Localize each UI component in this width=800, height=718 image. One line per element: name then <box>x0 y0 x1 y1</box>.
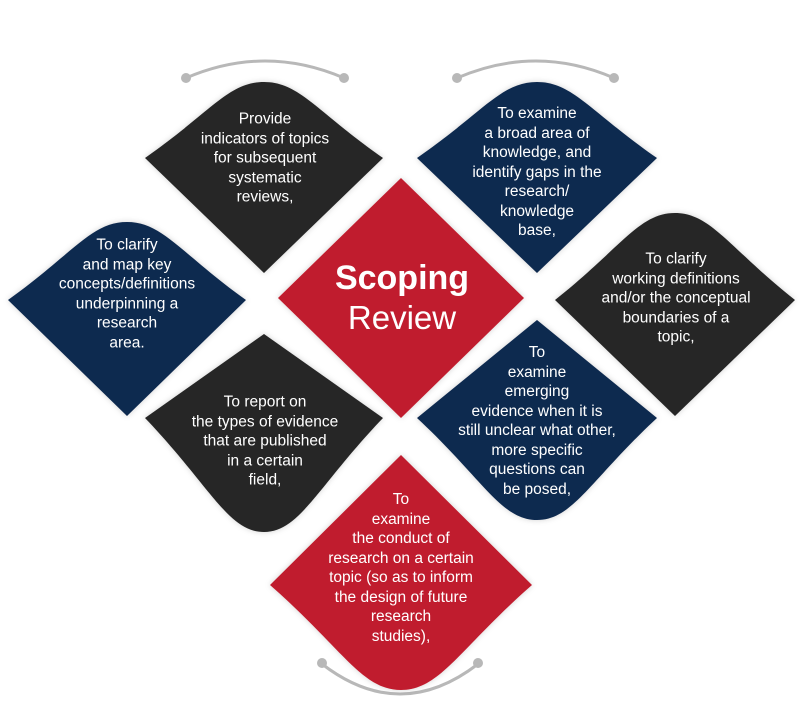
item-line: concepts/definitions <box>58 275 196 293</box>
item-line: research on a certain <box>328 549 474 567</box>
item-line: indicators of topics <box>200 129 330 147</box>
center-title: Scoping Review <box>335 258 469 338</box>
item-line: and/or the conceptual <box>601 289 751 307</box>
item-line: knowledge, and <box>482 143 592 161</box>
item-line: studies), <box>371 627 431 645</box>
center-title-sub: Review <box>347 299 457 336</box>
item-line: underpinning a <box>75 295 179 312</box>
item-line: examine <box>371 510 431 528</box>
item-line: To examine <box>497 104 577 122</box>
arc-bottom <box>321 662 479 696</box>
item-line: the types of evidence <box>191 412 339 430</box>
item-line: Provide <box>238 110 292 128</box>
item-line: knowledge <box>499 202 575 220</box>
item-line: questions can <box>489 461 585 478</box>
shape-top-right <box>417 82 657 273</box>
item-line: topic (so as to inform <box>329 569 473 586</box>
item-line: systematic <box>228 168 302 186</box>
item-line: emerging <box>504 383 570 400</box>
item-line: research/ <box>504 182 570 200</box>
arc-top-right <box>456 59 615 80</box>
item-line: research <box>96 314 158 332</box>
arc-top-left <box>185 59 345 80</box>
item-line: a broad area of <box>484 124 590 142</box>
item-line: To clarify <box>96 236 158 254</box>
item-line: the conduct of <box>352 530 450 547</box>
item-line: research <box>370 608 432 625</box>
item-line: To <box>528 344 546 361</box>
shape-top-left <box>145 82 383 273</box>
item-text-bottom-right: To examine emerging evidence when it is stil… <box>458 343 616 499</box>
item-line: reviews, <box>236 188 294 206</box>
shape-bottom-left <box>145 334 383 532</box>
item-line: and map key <box>82 256 172 273</box>
item-line: topic, <box>657 328 695 346</box>
item-line: still unclear what other, <box>458 422 616 439</box>
item-line: identify gaps in the <box>472 163 602 181</box>
item-line: the design of future <box>334 588 468 606</box>
center-title-main: Scoping <box>334 259 470 297</box>
item-line: more specific <box>491 441 583 459</box>
item-line: in a certain <box>227 451 303 469</box>
item-line: boundaries of a <box>622 308 730 326</box>
item-line: working definitions <box>612 269 740 287</box>
shape-bottom-right <box>417 320 657 520</box>
item-line: To report on <box>223 393 307 411</box>
item-line: be posed, <box>502 480 572 498</box>
item-line: To <box>392 491 410 508</box>
item-line: base, <box>518 221 556 239</box>
item-line: To clarify <box>645 250 707 268</box>
item-text-bottom: To examine the conduct of research on a cer… <box>328 490 474 646</box>
shape-right <box>555 213 795 416</box>
shape-left <box>8 222 246 416</box>
center-diamond <box>278 178 524 418</box>
item-line: field, <box>248 471 282 489</box>
item-line: evidence when it is <box>471 402 603 420</box>
item-line: that are published <box>203 432 327 450</box>
item-line: for subsequent <box>213 149 317 167</box>
item-line: examine <box>507 363 567 381</box>
item-text-left: To clarify and map key concepts/definition… <box>59 236 195 353</box>
shape-bottom <box>270 455 532 690</box>
item-line: area. <box>109 334 145 351</box>
